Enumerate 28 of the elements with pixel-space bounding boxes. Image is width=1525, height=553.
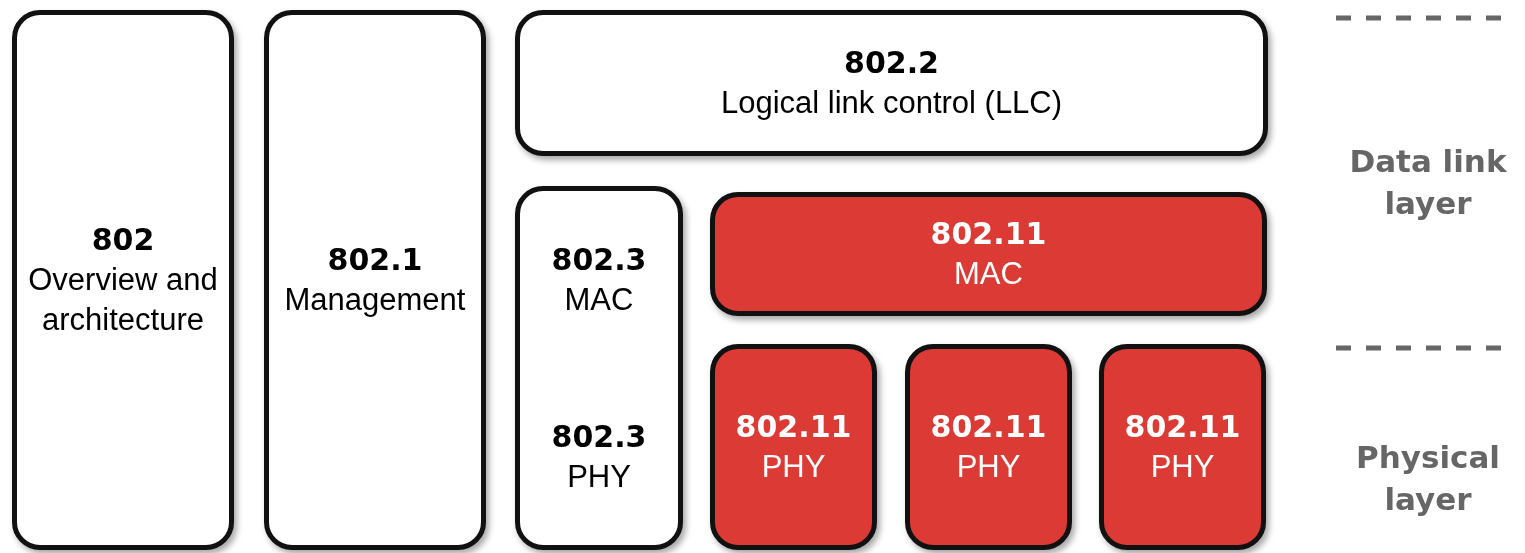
standard-name: PHY (761, 448, 826, 486)
standard-name: PHY (956, 448, 1021, 486)
standard-box (710, 192, 1267, 316)
standard-number: 802.2 (844, 44, 939, 82)
layer-label: Data link layer (1348, 142, 1508, 223)
standard-name: Overview and architecture (28, 261, 218, 339)
standard-name: Management (284, 281, 466, 319)
standard-number: 802.11 (930, 408, 1047, 446)
standard-box (12, 10, 234, 550)
standard-number: 802.3 (551, 417, 647, 456)
standard-box (1099, 344, 1266, 550)
standard-number: 802 (91, 221, 155, 259)
standard-number: 802.11 (930, 215, 1047, 253)
standard-box (515, 186, 683, 550)
standard-name: MAC (564, 280, 634, 319)
standard-name: MAC (954, 255, 1023, 293)
standard-name: Logical link control (LLC) (720, 84, 1063, 122)
standard-number: 802.11 (735, 408, 852, 446)
layer-label: Physical layer (1355, 438, 1501, 519)
standard-box (710, 344, 877, 550)
standard-number: 802.11 (1124, 408, 1241, 446)
standard-name: PHY (1150, 448, 1215, 486)
standard-box (905, 344, 1072, 550)
standard-box (264, 10, 486, 550)
standard-number: 802.3 (551, 240, 647, 279)
standard-name: PHY (567, 457, 631, 496)
standard-box (515, 10, 1268, 156)
standard-number: 802.1 (327, 241, 423, 279)
